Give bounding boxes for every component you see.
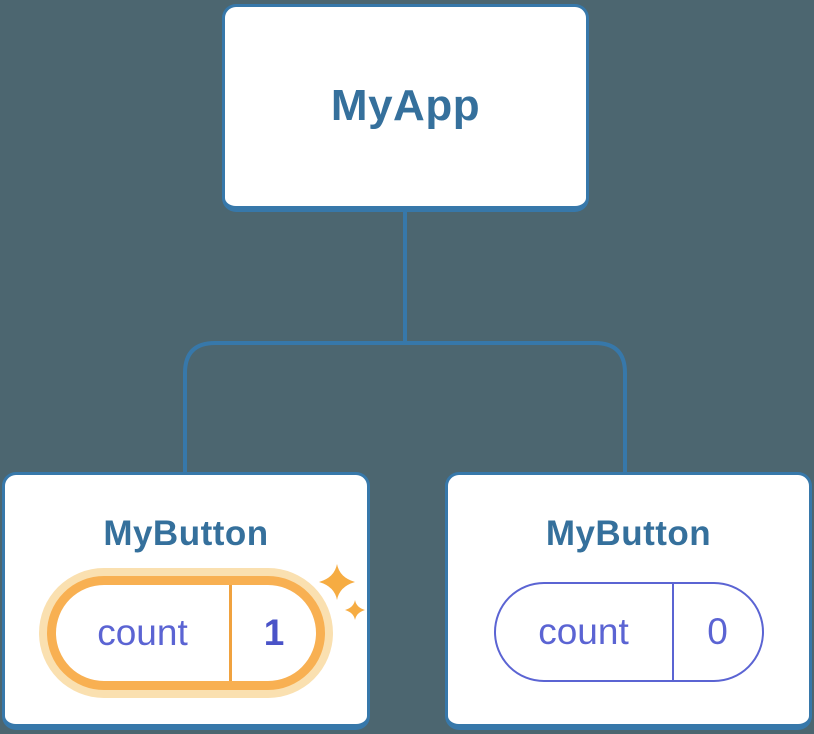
state-key-section: count — [56, 584, 232, 681]
state-key-section: count — [496, 583, 674, 680]
state-pill-highlighted: count 1 — [47, 575, 325, 690]
component-node-mybutton-right: MyButton count 0 — [445, 472, 812, 730]
component-node-myapp: MyApp — [222, 4, 589, 212]
component-node-mybutton-left: MyButton count 1 — [2, 472, 370, 730]
node-title: MyButton — [103, 514, 269, 553]
state-key-label: count — [97, 611, 188, 653]
state-key-label: count — [538, 610, 629, 652]
state-value: 0 — [707, 610, 728, 652]
state-value: 1 — [263, 611, 285, 653]
state-value-section: 0 — [674, 584, 762, 680]
node-title: MyApp — [330, 81, 481, 131]
state-pill: count 0 — [493, 581, 764, 682]
sparkle-icon — [345, 600, 365, 620]
connector-elbow — [183, 341, 627, 474]
node-title: MyButton — [545, 514, 712, 553]
state-value-section: 1 — [232, 585, 316, 681]
sparkle-icon — [319, 564, 355, 600]
